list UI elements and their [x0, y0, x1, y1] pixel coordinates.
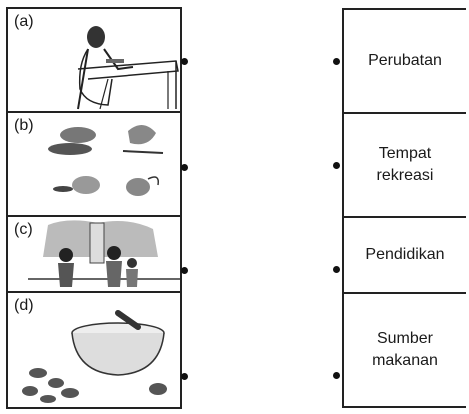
match-dot-left-b[interactable] [181, 164, 188, 171]
word-line1: Perubatan [368, 52, 442, 69]
mortar-pestle-herbs-icon [22, 310, 167, 403]
match-dot-right-3[interactable] [333, 266, 340, 273]
vegetables-and-fish-icon [48, 124, 164, 196]
picture-label: (d) [14, 297, 34, 314]
picture-box-d: (d) [8, 293, 180, 407]
person-writing-at-desk-icon [77, 26, 179, 110]
picture-box-b: (b) [8, 113, 180, 217]
word-column: Perubatan Tempat rekreasi Pendidikan Sum… [342, 8, 466, 408]
word-line2: makanan [372, 352, 438, 369]
picture-label: (b) [14, 117, 34, 134]
match-dot-right-1[interactable] [333, 58, 340, 65]
picture-box-a: (a) [8, 9, 180, 113]
match-dot-right-4[interactable] [333, 372, 340, 379]
word-box-1: Perubatan [344, 10, 466, 114]
match-dot-left-a[interactable] [181, 58, 188, 65]
picture-label: (a) [14, 13, 34, 30]
word-line1: Pendidikan [365, 246, 445, 263]
word-line1: Tempat [378, 145, 432, 162]
family-at-waterfall-icon [28, 220, 180, 287]
word-box-3: Pendidikan [344, 218, 466, 294]
word-line1: Sumber [376, 330, 433, 347]
picture-box-c: (c) [8, 217, 180, 293]
word-box-4: Sumber makanan [344, 294, 466, 406]
picture-column: (a) (b) (c) [6, 7, 182, 409]
match-dot-right-2[interactable] [333, 162, 340, 169]
match-dot-left-c[interactable] [181, 267, 188, 274]
picture-label: (c) [14, 221, 33, 238]
word-box-2: Tempat rekreasi [344, 114, 466, 218]
word-line2: rekreasi [376, 167, 434, 184]
match-dot-left-d[interactable] [181, 373, 188, 380]
